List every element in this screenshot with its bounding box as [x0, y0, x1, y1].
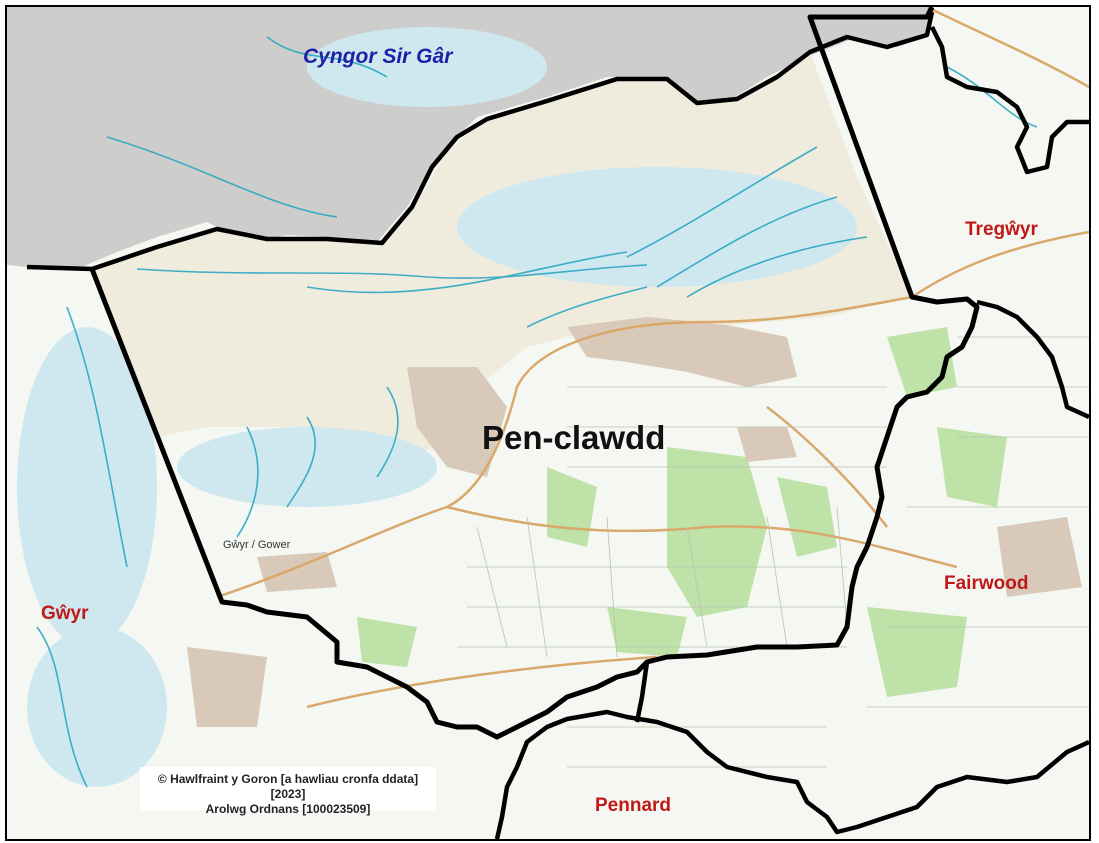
- area-label: Gŵyr / Gower: [223, 539, 291, 551]
- ward-label-pennard: Pennard: [595, 795, 672, 816]
- settlements: [187, 317, 1082, 727]
- ward-label-fairwood: Fairwood: [944, 573, 1029, 594]
- water-channels: [36, 36, 1038, 788]
- field-boundaries: [457, 336, 1089, 768]
- pennard-boundary: [494, 709, 1089, 839]
- map-frame: Cyngor Sir Gâr Pen-clawdd Tregŵyr Fairwo…: [5, 5, 1091, 841]
- county-label: Cyngor Sir Gâr: [303, 45, 453, 68]
- map-canvas[interactable]: [7, 7, 1089, 839]
- copyright-line-2: Arolwg Ordnans [100023509]: [205, 802, 371, 816]
- gwyr-south-boundary: [634, 661, 650, 723]
- woodland-patches: [357, 327, 1007, 697]
- ward-name-label: Pen-clawdd: [482, 419, 666, 456]
- county-boundary: [26, 11, 935, 272]
- roads: [216, 7, 1089, 709]
- copyright-line-1: © Hawlfraint y Goron [a hawliau cronfa d…: [157, 772, 419, 801]
- saltmarsh-pattern: [17, 27, 857, 787]
- north-east-boundary: [929, 25, 1089, 175]
- east-boundary: [976, 299, 1089, 420]
- carmarthenshire-area: [7, 7, 932, 269]
- copyright-notice: © Hawlfraint y Goron [a hawliau cronfa d…: [140, 767, 436, 816]
- ward-label-tregwyr: Tregŵyr: [965, 219, 1038, 240]
- ward-label-gwyr: Gŵyr: [41, 603, 89, 624]
- ward-boundary[interactable]: [89, 7, 980, 740]
